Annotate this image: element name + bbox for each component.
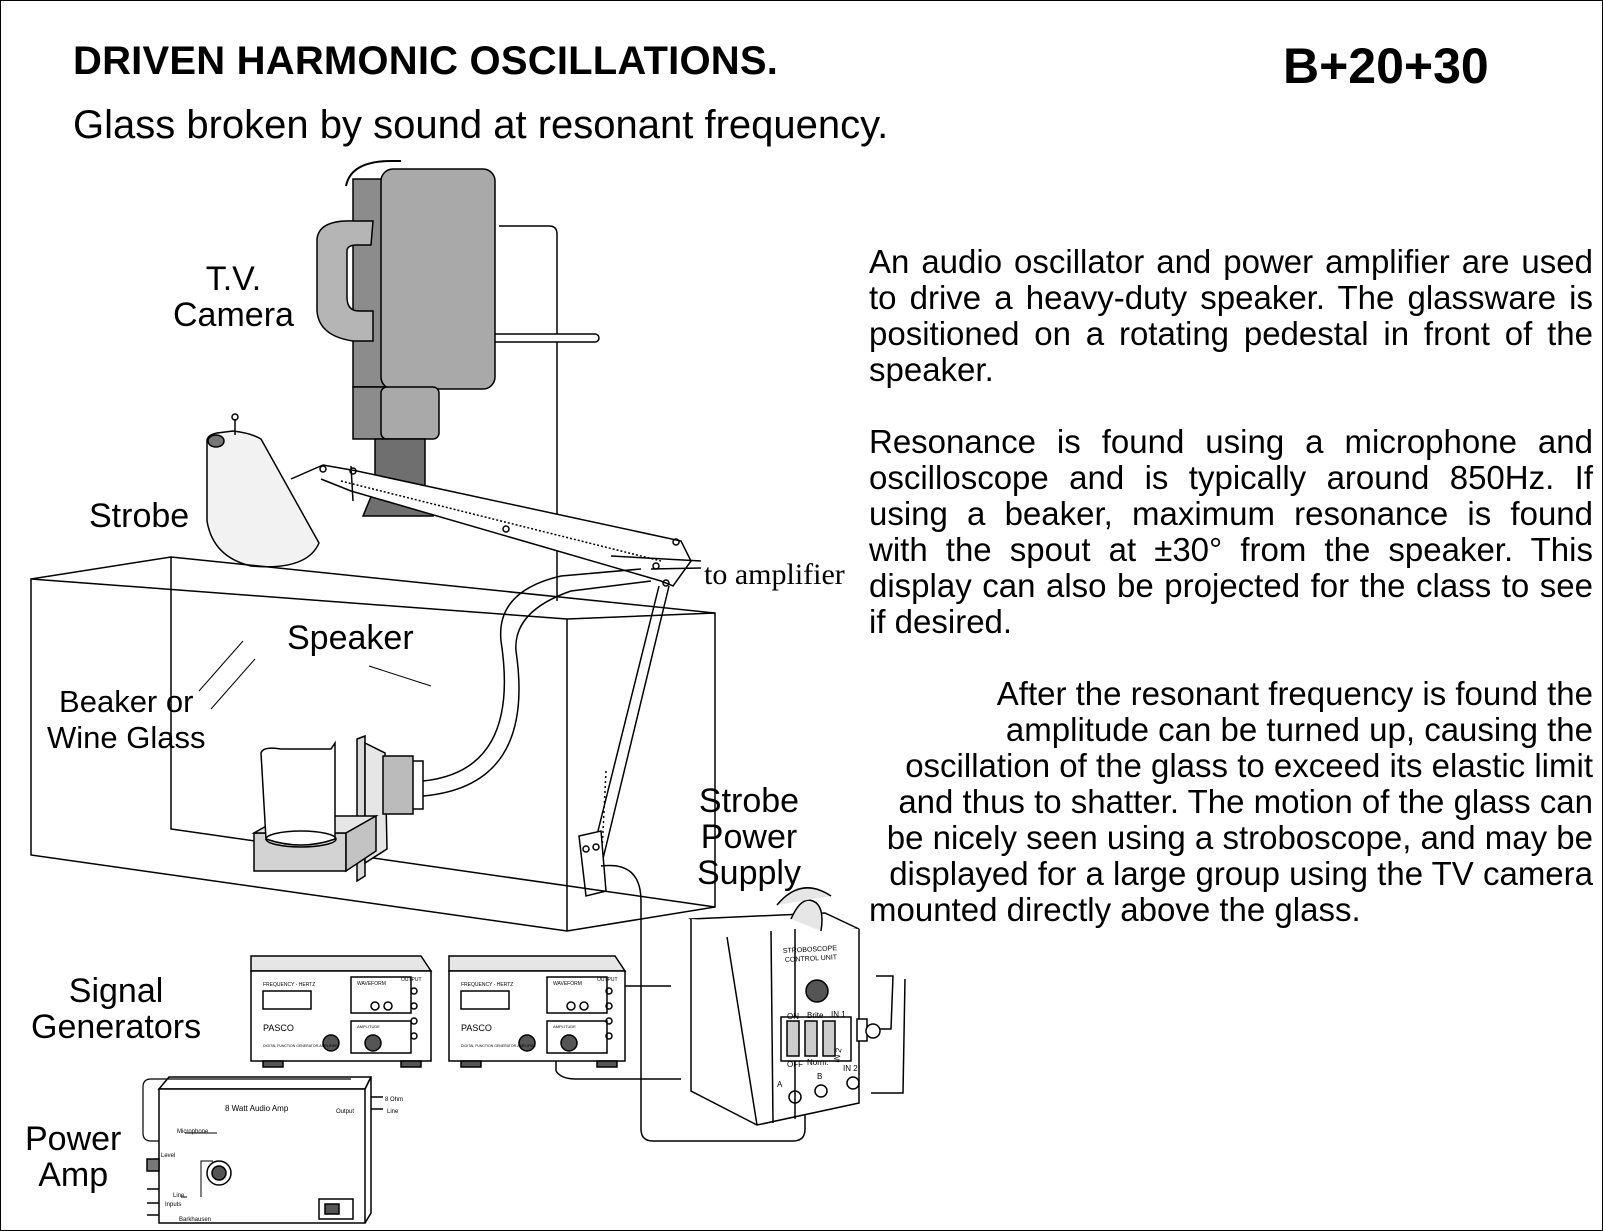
- amp-line: Line: [387, 1109, 399, 1115]
- description-paragraph-1: An audio oscillator and power amplifier …: [869, 243, 1593, 388]
- description-paragraph-3: After the resonant frequency is found th…: [869, 675, 1593, 928]
- amp-microphone: Microphone: [177, 1129, 209, 1135]
- amp-output: Output: [336, 1109, 354, 1115]
- sg1-output: OUTPUT: [401, 977, 422, 983]
- camera-mount-pole: [488, 225, 600, 601]
- amp-ohm: 8 Ohm: [385, 1097, 403, 1103]
- glass-enclosure: [30, 556, 716, 932]
- device-texts: FREQUENCY - HERTZ WAVEFORM OUTPUT PASCO …: [161, 945, 858, 1223]
- description-paragraph-2: Resonance is found using a microphone an…: [869, 423, 1593, 640]
- strobe-title-1: STROBOSCOPE: [783, 945, 838, 955]
- strobe-lamp: [206, 413, 320, 568]
- sg1-model: DIGITAL FUNCTION GENERATOR-AMPLIFIER: [263, 1044, 338, 1048]
- sg1-amplitude: AMPLITUDE: [357, 1024, 380, 1029]
- sg2-header: FREQUENCY - HERTZ: [461, 982, 513, 988]
- strobe-jack-b: B: [817, 1072, 822, 1081]
- signal-generator-2: [448, 955, 627, 1068]
- page-subtitle: Glass broken by sound at resonant freque…: [73, 103, 889, 147]
- strobe-sw-norm: Norm.: [807, 1058, 829, 1067]
- strobe-sw-in2: IN 2: [832, 1047, 844, 1064]
- sg2-model: DIGITAL FUNCTION GENERATOR-AMPLIFIER: [461, 1044, 536, 1048]
- amp-inputs: Inputs: [165, 1202, 181, 1208]
- tv-camera: [316, 160, 496, 517]
- label-strobe: Strobe: [89, 497, 190, 535]
- amp-level: Level: [161, 1153, 175, 1159]
- label-tv-camera: T.V. Camera: [173, 260, 294, 334]
- strobe-sw-on: ON: [787, 1012, 799, 1021]
- strobe-jack-a: A: [777, 1080, 783, 1089]
- beaker-on-pedestal: [251, 740, 379, 873]
- strobe-jack-in2: IN 2: [843, 1064, 858, 1073]
- strobe-title-2: CONTROL UNIT: [785, 954, 838, 964]
- description: An audio oscillator and power amplifier …: [869, 244, 1593, 928]
- sg2-amplitude: AMPLITUDE: [553, 1024, 576, 1029]
- sg2-output: OUTPUT: [597, 977, 618, 983]
- sg2-waveform: WAVEFORM: [553, 981, 582, 987]
- amp-title: 8 Watt Audio Amp: [225, 1104, 289, 1113]
- amp-line-in: Line: [173, 1193, 185, 1199]
- signal-generator-1: [250, 955, 433, 1068]
- power-amp: [142, 1076, 383, 1224]
- sg1-header: FREQUENCY - HERTZ: [263, 982, 315, 988]
- label-glass: Beaker or Wine Glass: [47, 684, 206, 755]
- strobe-sw-brite: Brite: [807, 1011, 824, 1020]
- label-speaker: Speaker: [287, 619, 414, 657]
- sg2-brand: PASCO: [461, 1023, 492, 1033]
- strobe-sw-off: OFF: [787, 1060, 803, 1069]
- sg1-brand: PASCO: [263, 1023, 294, 1033]
- amp-barkhausen: Barkhausen: [179, 1217, 211, 1223]
- demo-code: B+20+30: [1283, 38, 1489, 94]
- stroboscope-unit: [688, 887, 881, 1126]
- sg1-waveform: WAVEFORM: [357, 981, 386, 987]
- page-title: DRIVEN HARMONIC OSCILLATIONS.: [73, 39, 779, 83]
- label-strobe-power-supply: Strobe Power Supply: [697, 782, 801, 892]
- label-power-amp: Power Amp: [25, 1120, 122, 1194]
- label-signal-generators: Signal Generators: [31, 972, 202, 1046]
- speaker: [356, 568, 652, 883]
- strobe-sw-in1: IN 1: [831, 1010, 846, 1019]
- label-to-amplifier: to amplifier: [704, 558, 845, 591]
